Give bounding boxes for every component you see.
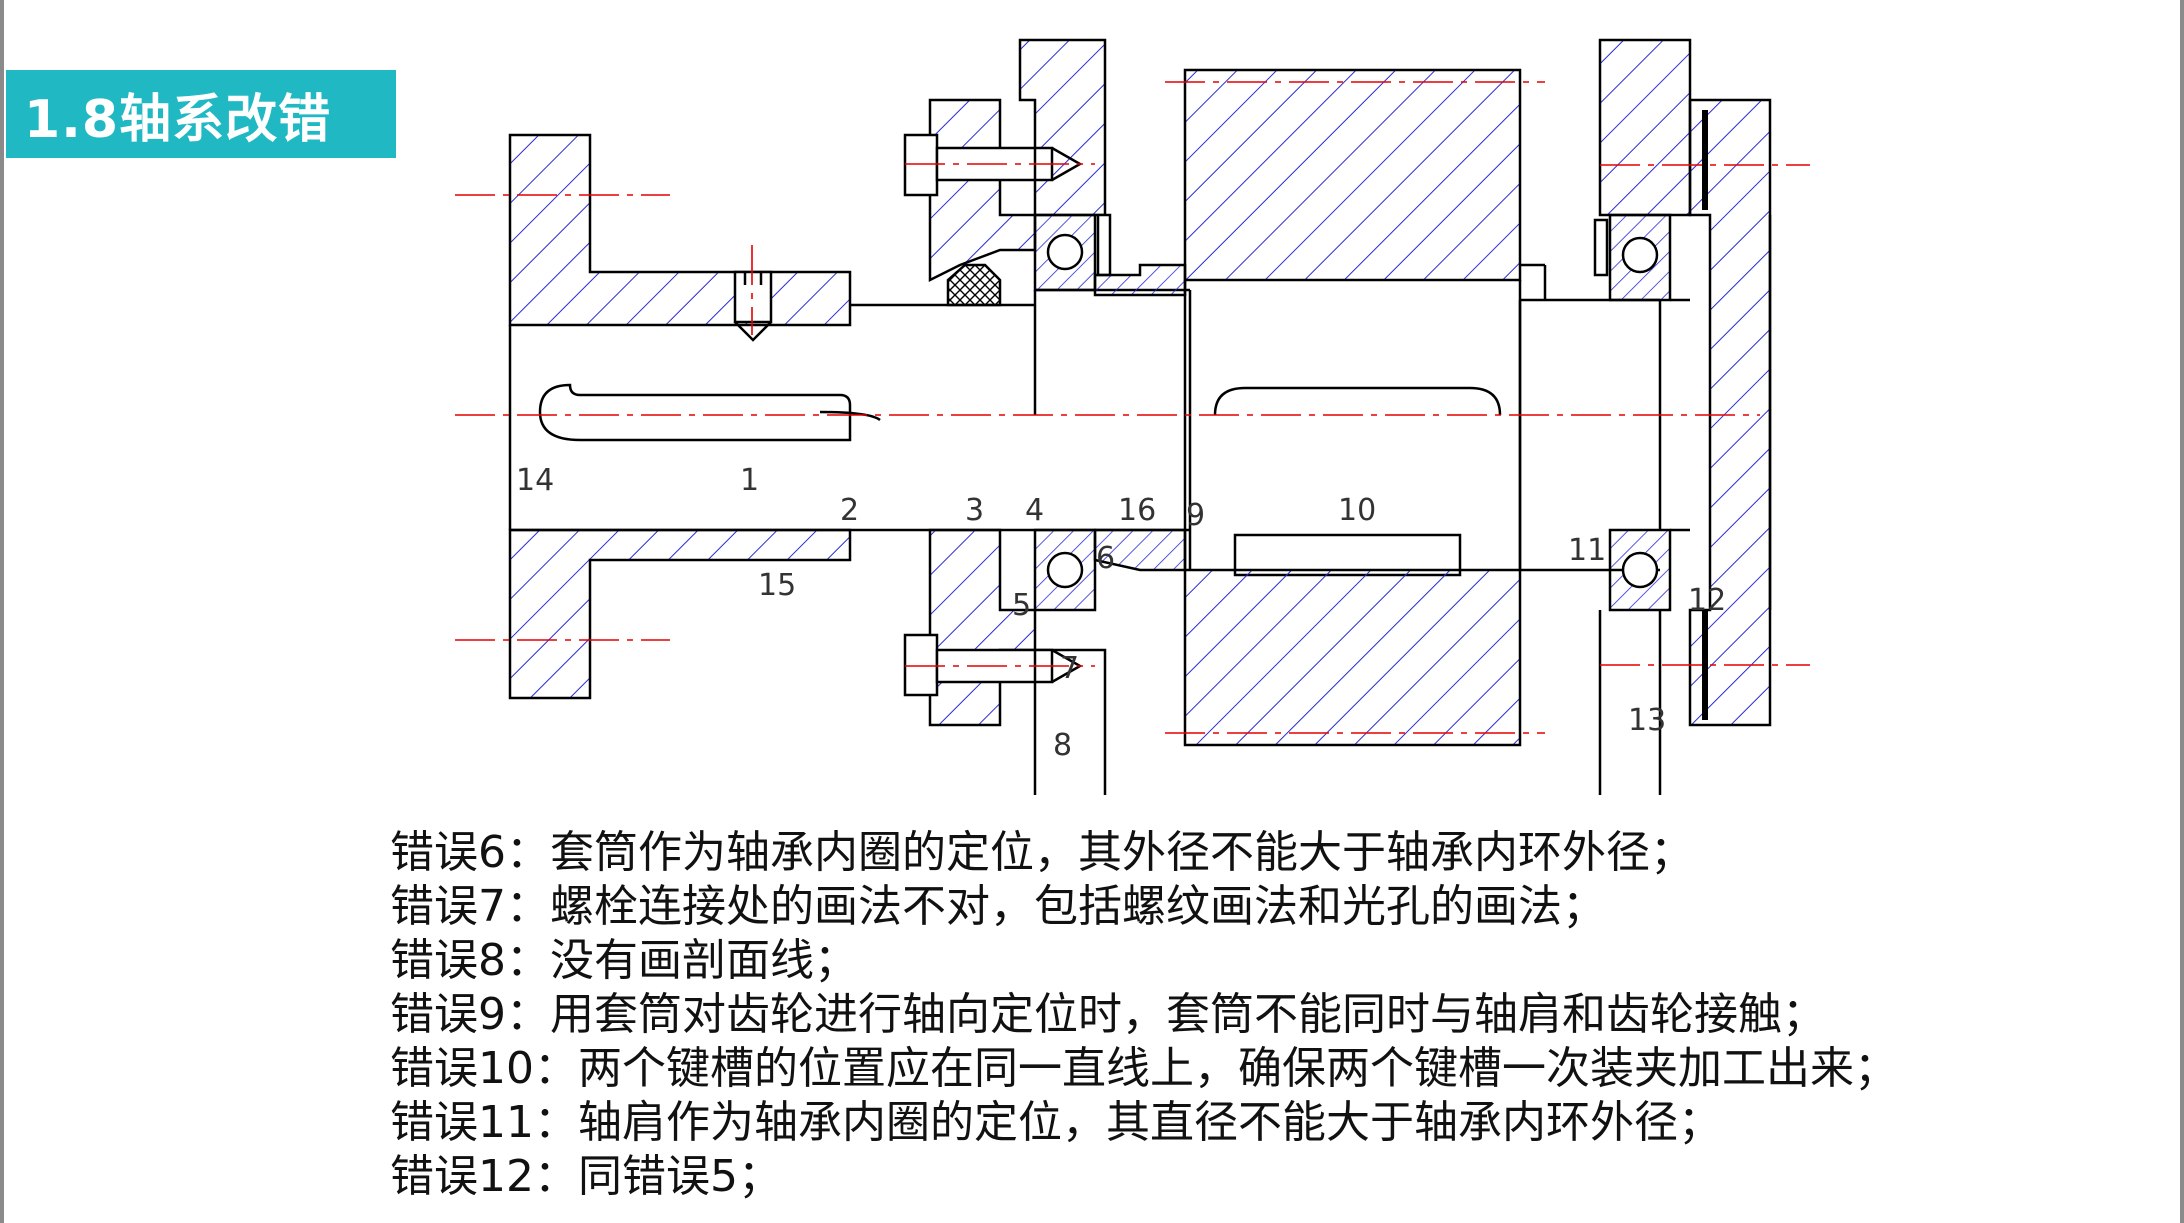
part-label-9: 9 (1186, 498, 1205, 533)
bearing-right (1593, 213, 1690, 612)
part-label-6: 6 (1096, 541, 1115, 576)
error-note-7: 错误7：螺栓连接处的画法不对，包括螺纹画法和光孔的画法； (390, 881, 1606, 932)
slide-frame-right (2180, 0, 2184, 1223)
part-label-14: 14 (516, 463, 554, 498)
part-label-1: 1 (740, 463, 759, 498)
part-label-13: 13 (1628, 703, 1666, 738)
part-label-3: 3 (965, 493, 984, 528)
part-label-16: 16 (1118, 493, 1156, 528)
part-label-8: 8 (1053, 728, 1072, 763)
part-label-12: 12 (1688, 583, 1726, 618)
bearing-cover-left (928, 98, 1037, 727)
part-label-7: 7 (1060, 651, 1079, 686)
sleeve-left (1093, 263, 1187, 572)
shaft-assembly-drawing: 1 2 3 4 5 6 7 8 9 10 11 12 13 14 15 16 (455, 38, 1810, 795)
slide-title: 1.8轴系改错 (6, 70, 396, 158)
centerlines (455, 81, 1810, 734)
housing-right (1598, 38, 1772, 795)
coupling-hub (508, 133, 852, 700)
slide-frame-left (0, 0, 4, 1223)
part-label-4: 4 (1025, 493, 1044, 528)
part-label-10: 10 (1338, 493, 1376, 528)
keyway-left (538, 383, 881, 442)
part-labels: 1 2 3 4 5 6 7 8 9 10 11 12 13 14 15 16 (516, 463, 1726, 763)
part-label-15: 15 (758, 568, 796, 603)
error-note-12: 错误12：同错误5； (390, 1151, 782, 1202)
gear (1183, 68, 1522, 747)
error-note-10: 错误10：两个键槽的位置应在同一直线上，确保两个键槽一次装夹加工出来； (390, 1043, 1898, 1094)
keyway-right (1213, 386, 1502, 577)
bearing-left (1033, 213, 1112, 612)
error-note-11: 错误11：轴肩作为轴承内圈的定位，其直径不能大于轴承内环外径； (390, 1097, 1722, 1148)
error-note-8: 错误8：没有画剖面线； (390, 935, 858, 986)
error-notes-list: 错误6：套筒作为轴承内圈的定位，其外径不能大于轴承内环外径； 错误7：螺栓连接处… (390, 826, 2150, 1204)
part-label-11: 11 (1568, 533, 1606, 568)
slide-title-text: 1.8轴系改错 (24, 89, 332, 150)
part-label-2: 2 (840, 493, 859, 528)
part-label-5: 5 (1012, 588, 1031, 623)
error-note-9: 错误9：用套筒对齿轮进行轴向定位时，套筒不能同时与轴肩和齿轮接触； (390, 989, 1826, 1040)
error-note-6: 错误6：套筒作为轴承内圈的定位，其外径不能大于轴承内环外径； (390, 827, 1694, 878)
